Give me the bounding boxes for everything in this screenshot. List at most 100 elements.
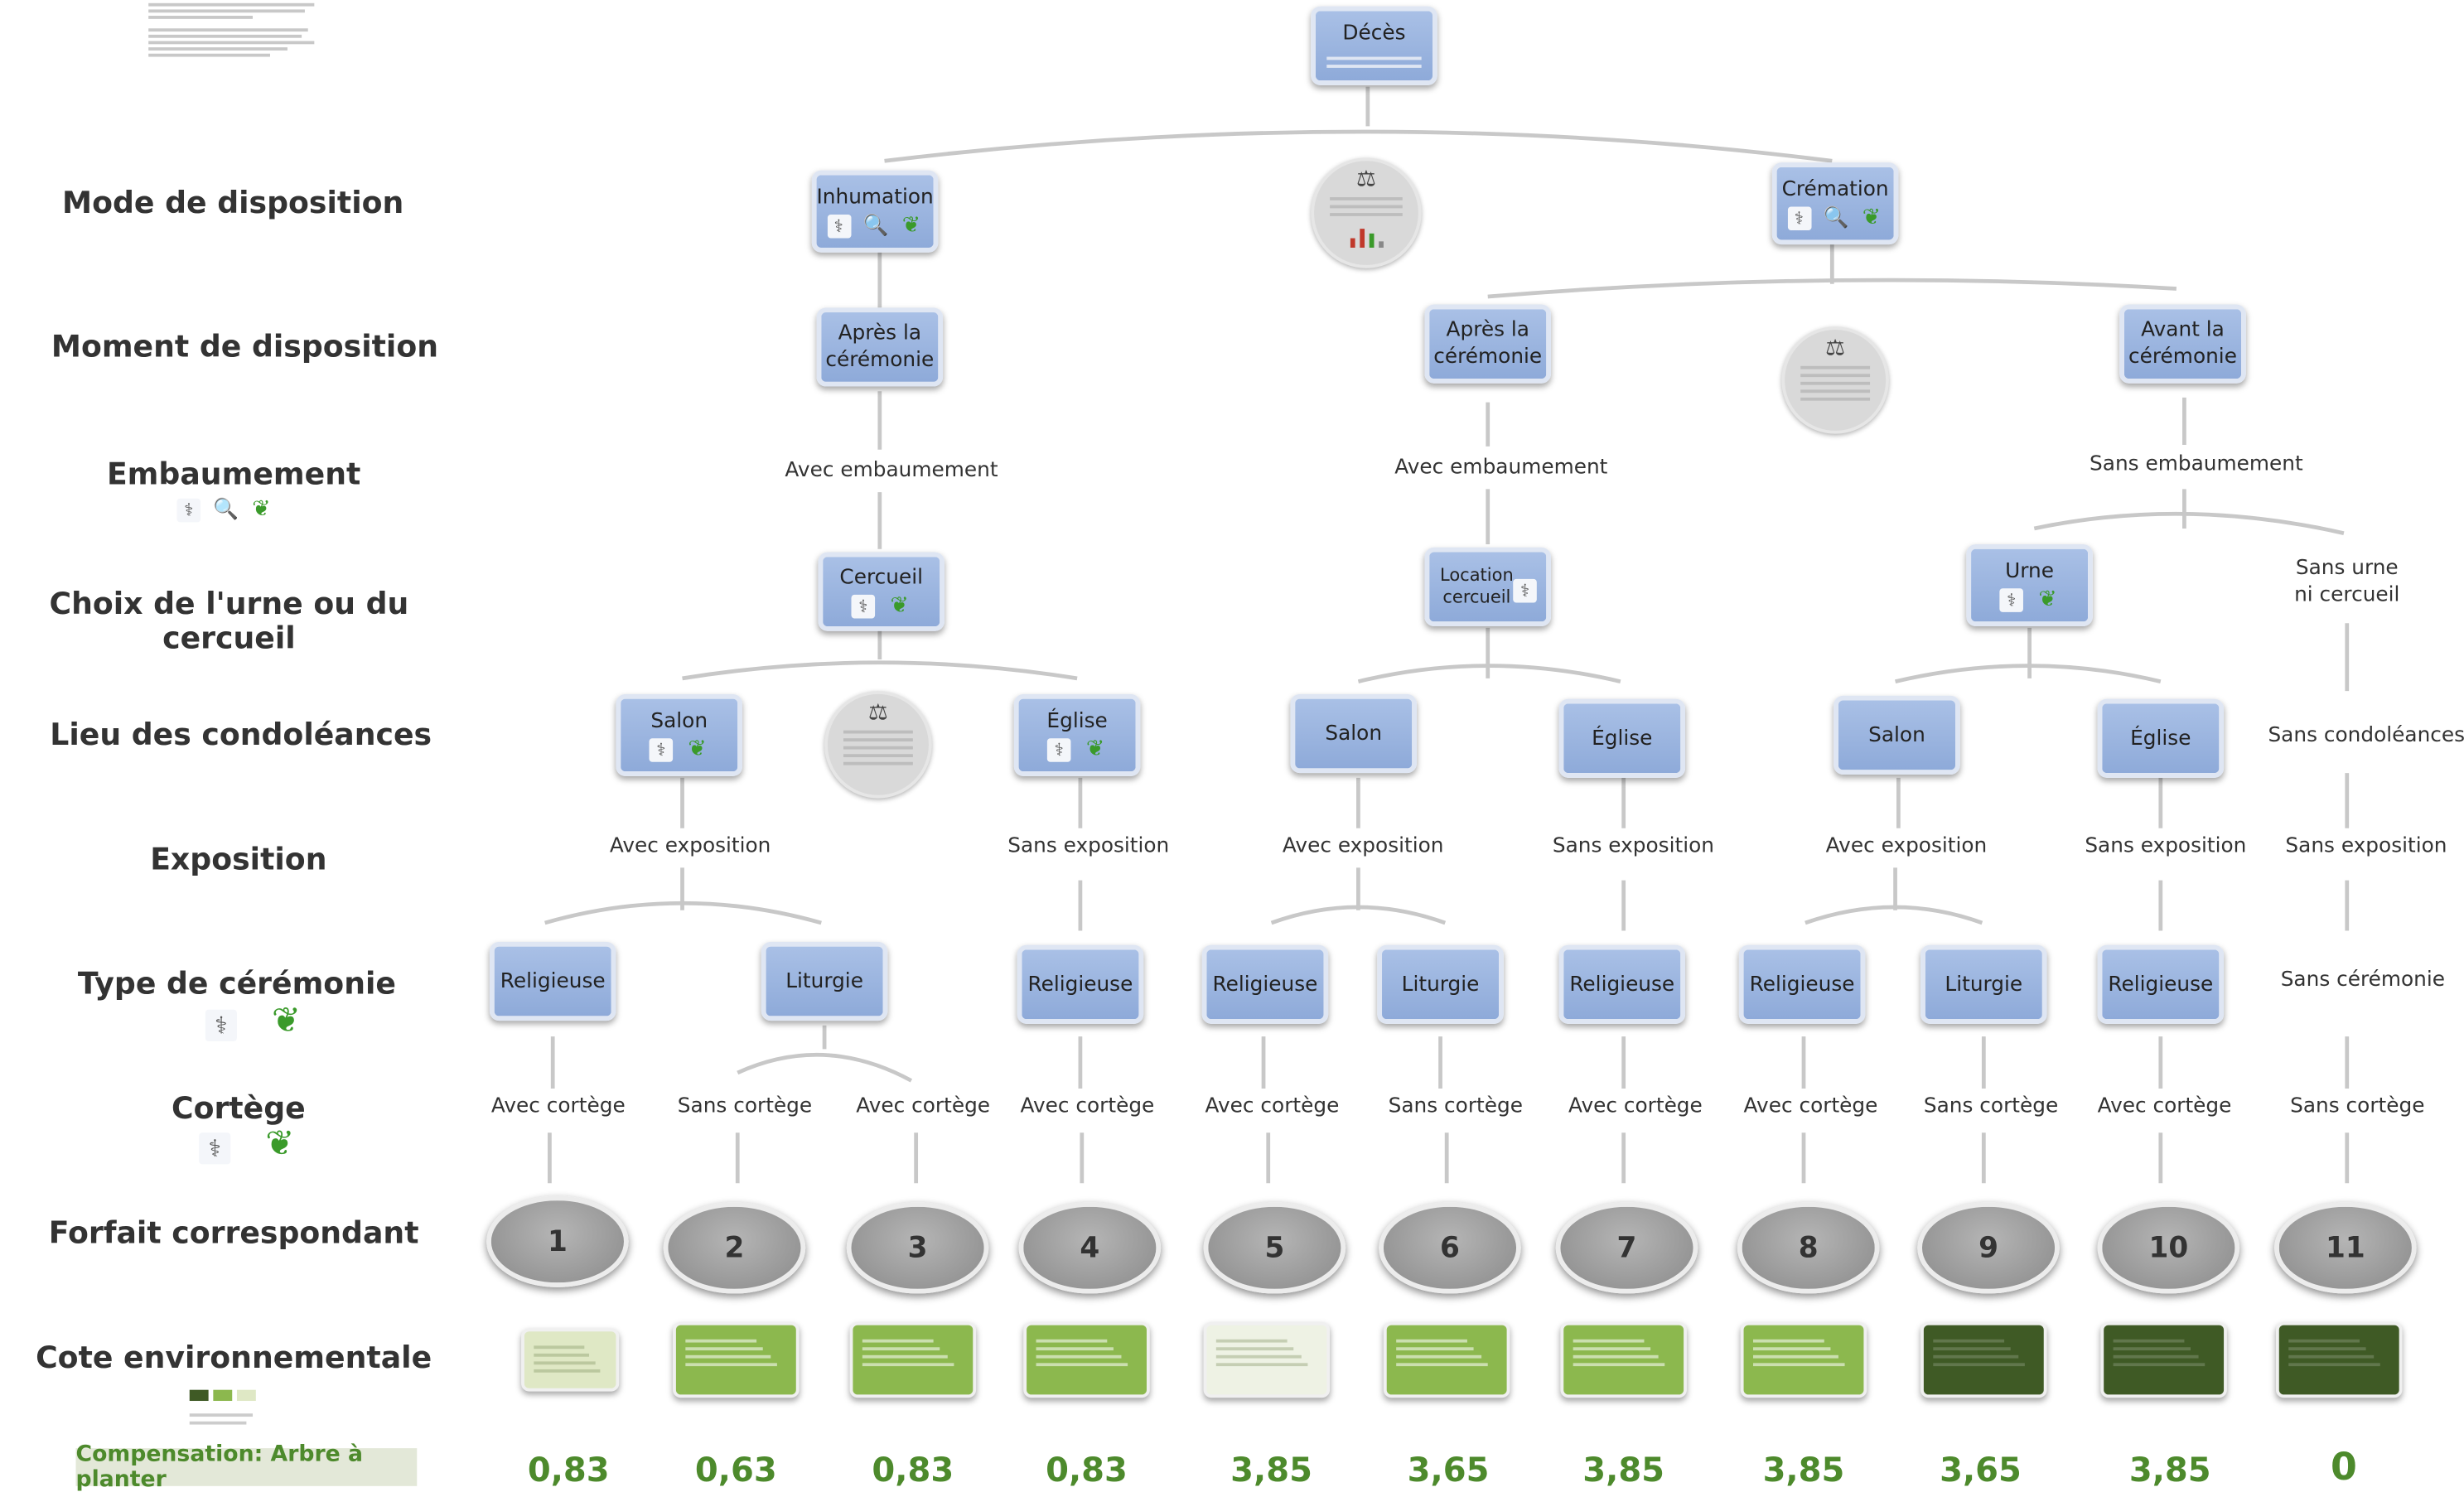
row-label-embaumement: Embaumement <box>106 457 361 493</box>
cote-text-line <box>862 1354 948 1359</box>
notes-text-block <box>148 0 322 60</box>
score-1: 0,83 <box>527 1451 610 1490</box>
node-liturgie-1[interactable]: Liturgie <box>761 941 888 1021</box>
node-liturgie-3-label: Liturgie <box>1945 973 2023 997</box>
node-deces[interactable]: Décès <box>1311 6 1437 85</box>
leaf-icon: ❦ <box>1085 736 1105 762</box>
node-cercueil[interactable]: Cercueil ⚕❦ <box>818 552 945 631</box>
forfait-3[interactable]: 3 <box>846 1202 989 1294</box>
score-11: 0 <box>2331 1445 2357 1490</box>
cote-text-line <box>1933 1363 2026 1367</box>
node-salon-3[interactable]: Salon <box>1834 695 1960 775</box>
stethoscope-icon: ⚕ <box>205 1009 237 1041</box>
cote-legend <box>189 1377 261 1425</box>
forfait-5[interactable]: 5 <box>1203 1202 1346 1294</box>
embaumement-icons: ⚕ 🔍 ❦ <box>176 498 273 523</box>
comparison-circle-3[interactable]: ⚖ <box>824 691 932 799</box>
cote-text-line <box>1036 1354 1121 1359</box>
scale-icon: ⚖ <box>867 700 888 726</box>
node-apres-ceremonie-1[interactable]: Après la cérémonie <box>816 307 944 387</box>
cote-text-line <box>1752 1347 1831 1351</box>
node-urne-label: Urne <box>2005 560 2055 584</box>
cote-text-line <box>685 1354 771 1359</box>
cote-text-line <box>1573 1354 1659 1359</box>
text-cortege-2: Sans cortège <box>677 1094 813 1119</box>
cote-text-line <box>534 1361 595 1365</box>
cote-text-line <box>1752 1354 1838 1359</box>
score-8: 3,85 <box>1762 1451 1845 1490</box>
node-eglise-2[interactable]: Église <box>1558 698 1686 778</box>
forfait-9[interactable]: 9 <box>1917 1202 2060 1294</box>
node-location-cercueil[interactable]: Location cercueil ⚕ <box>1424 547 1551 627</box>
node-liturgie-1-label: Liturgie <box>785 969 863 993</box>
node-religieuse-5[interactable]: Religieuse <box>1738 944 1866 1024</box>
node-salon-1[interactable]: Salon ⚕❦ <box>616 693 742 776</box>
leaf-icon: ❦ <box>1862 205 1882 231</box>
cote-text-line <box>1752 1363 1846 1367</box>
cote-card-8 <box>1740 1321 1867 1398</box>
cote-text-line <box>2113 1354 2199 1359</box>
node-religieuse-6[interactable]: Religieuse <box>2097 944 2225 1024</box>
node-urne[interactable]: Urne ⚕❦ <box>1966 543 2093 627</box>
cote-text-line <box>685 1347 764 1351</box>
cote-card-10 <box>2100 1321 2227 1398</box>
cote-text-line <box>2113 1339 2185 1343</box>
node-location-label: Location cercueil <box>1440 564 1514 608</box>
forfait-11[interactable]: 11 <box>2274 1202 2417 1294</box>
node-inhumation[interactable]: Inhumation ⚕🔍❦ <box>811 170 939 253</box>
comparison-circle-2[interactable]: ⚖ <box>1781 326 1889 434</box>
forfait-1[interactable]: 1 <box>486 1195 629 1287</box>
node-apres-ceremonie-2[interactable]: Après la cérémonie <box>1424 304 1551 384</box>
forfait-2[interactable]: 2 <box>663 1202 806 1294</box>
node-eglise-1[interactable]: Église ⚕❦ <box>1013 693 1141 776</box>
cote-text-line <box>1933 1339 2004 1343</box>
text-cortege-4: Avec cortège <box>1020 1094 1155 1119</box>
forfait-4[interactable]: 4 <box>1018 1202 1162 1294</box>
cote-card-6 <box>1383 1321 1510 1398</box>
node-cremation[interactable]: Crémation ⚕🔍❦ <box>1771 162 1899 245</box>
cote-text-line <box>2113 1363 2206 1367</box>
text-sans-ceremonie: Sans cérémonie <box>2280 968 2446 992</box>
forfait-8[interactable]: 8 <box>1737 1202 1880 1294</box>
cote-text-line <box>534 1353 590 1357</box>
forfait-6[interactable]: 6 <box>1379 1202 1521 1294</box>
mini-bar-chart <box>1349 225 1383 248</box>
node-religieuse-1[interactable]: Religieuse <box>489 941 616 1021</box>
magnifier-icon: 🔍 <box>213 498 239 523</box>
node-religieuse-3[interactable]: Religieuse <box>1201 944 1329 1024</box>
cote-card-9 <box>1920 1321 2047 1398</box>
score-3: 0,83 <box>872 1451 954 1490</box>
stethoscope-icon: ⚕ <box>199 1132 231 1165</box>
node-liturgie-3[interactable]: Liturgie <box>1920 944 2047 1024</box>
cote-text-line <box>1396 1363 1489 1367</box>
cote-text-line <box>1933 1354 2018 1359</box>
score-4: 0,83 <box>1046 1451 1128 1490</box>
node-religieuse-4[interactable]: Religieuse <box>1558 944 1686 1024</box>
forfait-7[interactable]: 7 <box>1555 1202 1698 1294</box>
text-avec-embaumement-2: Avec embaumement <box>1394 456 1608 480</box>
text-avec-embaumement-1: Avec embaumement <box>785 459 998 483</box>
cote-card-5 <box>1203 1321 1331 1398</box>
node-liturgie-2[interactable]: Liturgie <box>1377 944 1504 1024</box>
cote-text-line <box>534 1345 585 1350</box>
score-9: 3,65 <box>1940 1451 2022 1490</box>
node-avant-ceremonie[interactable]: Avant la cérémonie <box>2119 304 2246 384</box>
cote-text-line <box>1215 1363 1308 1367</box>
row-label-type: Type de cérémonie <box>77 967 396 1002</box>
comparison-circle-1[interactable]: ⚖ <box>1311 157 1422 268</box>
text-sans-embaumement: Sans embaumement <box>2090 452 2303 477</box>
compensation-label: Compensation: Arbre à planter <box>75 1442 418 1492</box>
score-5: 3,85 <box>1230 1451 1312 1490</box>
forfait-10[interactable]: 10 <box>2097 1202 2240 1294</box>
cote-card-4 <box>1023 1321 1150 1398</box>
cote-text-line <box>1396 1339 1467 1343</box>
node-eglise-3[interactable]: Église <box>2097 698 2225 778</box>
cote-card-3 <box>849 1321 977 1398</box>
node-inhumation-label: Inhumation <box>816 186 934 210</box>
node-salon-2[interactable]: Salon <box>1290 693 1417 774</box>
stethoscope-icon: ⚕ <box>851 594 876 619</box>
node-religieuse-2[interactable]: Religieuse <box>1017 944 1144 1024</box>
score-7: 3,85 <box>1582 1451 1665 1490</box>
row-label-lieu: Lieu des condoléances <box>50 717 432 753</box>
cote-text-line <box>2288 1347 2367 1351</box>
